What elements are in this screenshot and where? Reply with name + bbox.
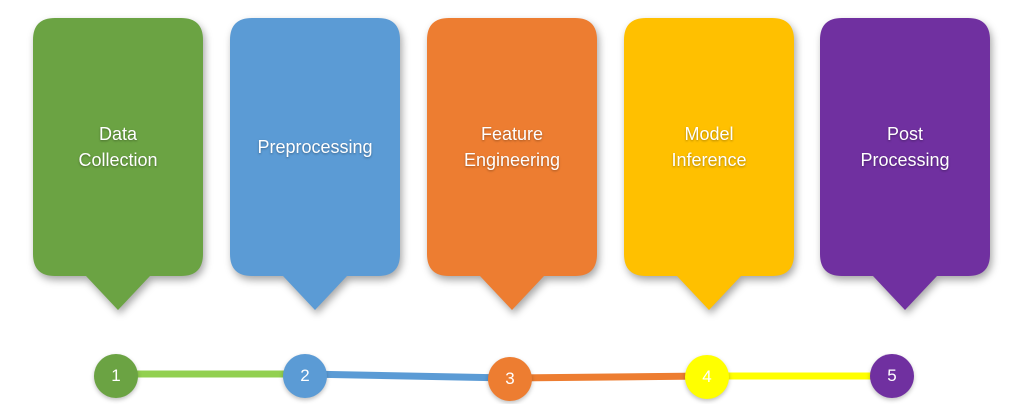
step-number-1: 1 <box>94 354 138 398</box>
step-label-2: Preprocessing <box>257 137 373 157</box>
step-number-2: 2 <box>283 354 327 398</box>
callout-shape-1 <box>33 18 203 310</box>
step-number-5: 5 <box>870 354 914 398</box>
step-number-3: 3 <box>488 357 532 401</box>
step-label-3: Feature Engineering <box>463 124 561 170</box>
connector-segment-3 <box>509 372 708 382</box>
step-callout-2: Preprocessing <box>230 18 400 318</box>
step-label-1: Data Collection <box>78 124 158 170</box>
step-callout-3: Feature Engineering <box>427 18 597 318</box>
step-callout-1: Data Collection <box>33 18 203 318</box>
callout-shape-3 <box>427 18 597 310</box>
step-label-4: Model Inference <box>671 124 747 170</box>
step-label-5: Post Processing <box>860 124 950 170</box>
callout-shape-5 <box>820 18 990 310</box>
step-callout-5: Post Processing <box>820 18 990 318</box>
connector-segment-2 <box>304 370 511 382</box>
step-number-4: 4 <box>685 355 729 399</box>
callout-shape-2 <box>230 18 400 310</box>
step-callout-4: Model Inference <box>624 18 794 318</box>
callout-shape-4 <box>624 18 794 310</box>
